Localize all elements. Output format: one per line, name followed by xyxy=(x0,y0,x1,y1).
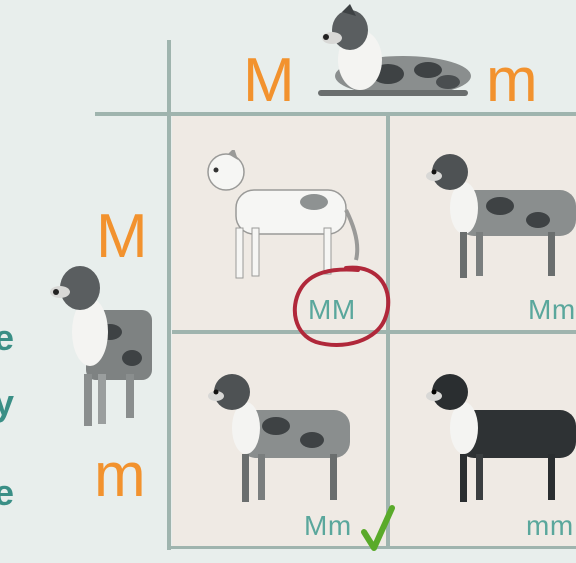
genotype-label-bl: Mm xyxy=(304,512,352,540)
genotype-label-tr: Mm xyxy=(528,296,576,324)
genotype-label-br: mm xyxy=(526,512,574,540)
top-parent-dog-illustration xyxy=(298,4,478,104)
top-allele-left: M xyxy=(243,50,295,112)
offspring-mm-black-dog-illustration xyxy=(420,368,576,508)
highlight-circle-icon xyxy=(286,262,398,354)
left-text-fragment: e xyxy=(0,475,14,511)
offspring-mm-merle-dog-illustration-top xyxy=(420,150,576,285)
left-text-fragment: y xyxy=(0,385,14,421)
left-text-fragment: e xyxy=(0,320,14,356)
check-mark-icon xyxy=(360,504,396,554)
side-parent-dog-illustration xyxy=(40,262,155,432)
side-allele-top: M xyxy=(96,206,148,268)
top-allele-right: m xyxy=(486,50,538,112)
grid-side-line xyxy=(167,40,171,550)
side-allele-bottom: m xyxy=(94,445,146,507)
offspring-mm-merle-dog-illustration-bottom xyxy=(200,368,360,508)
